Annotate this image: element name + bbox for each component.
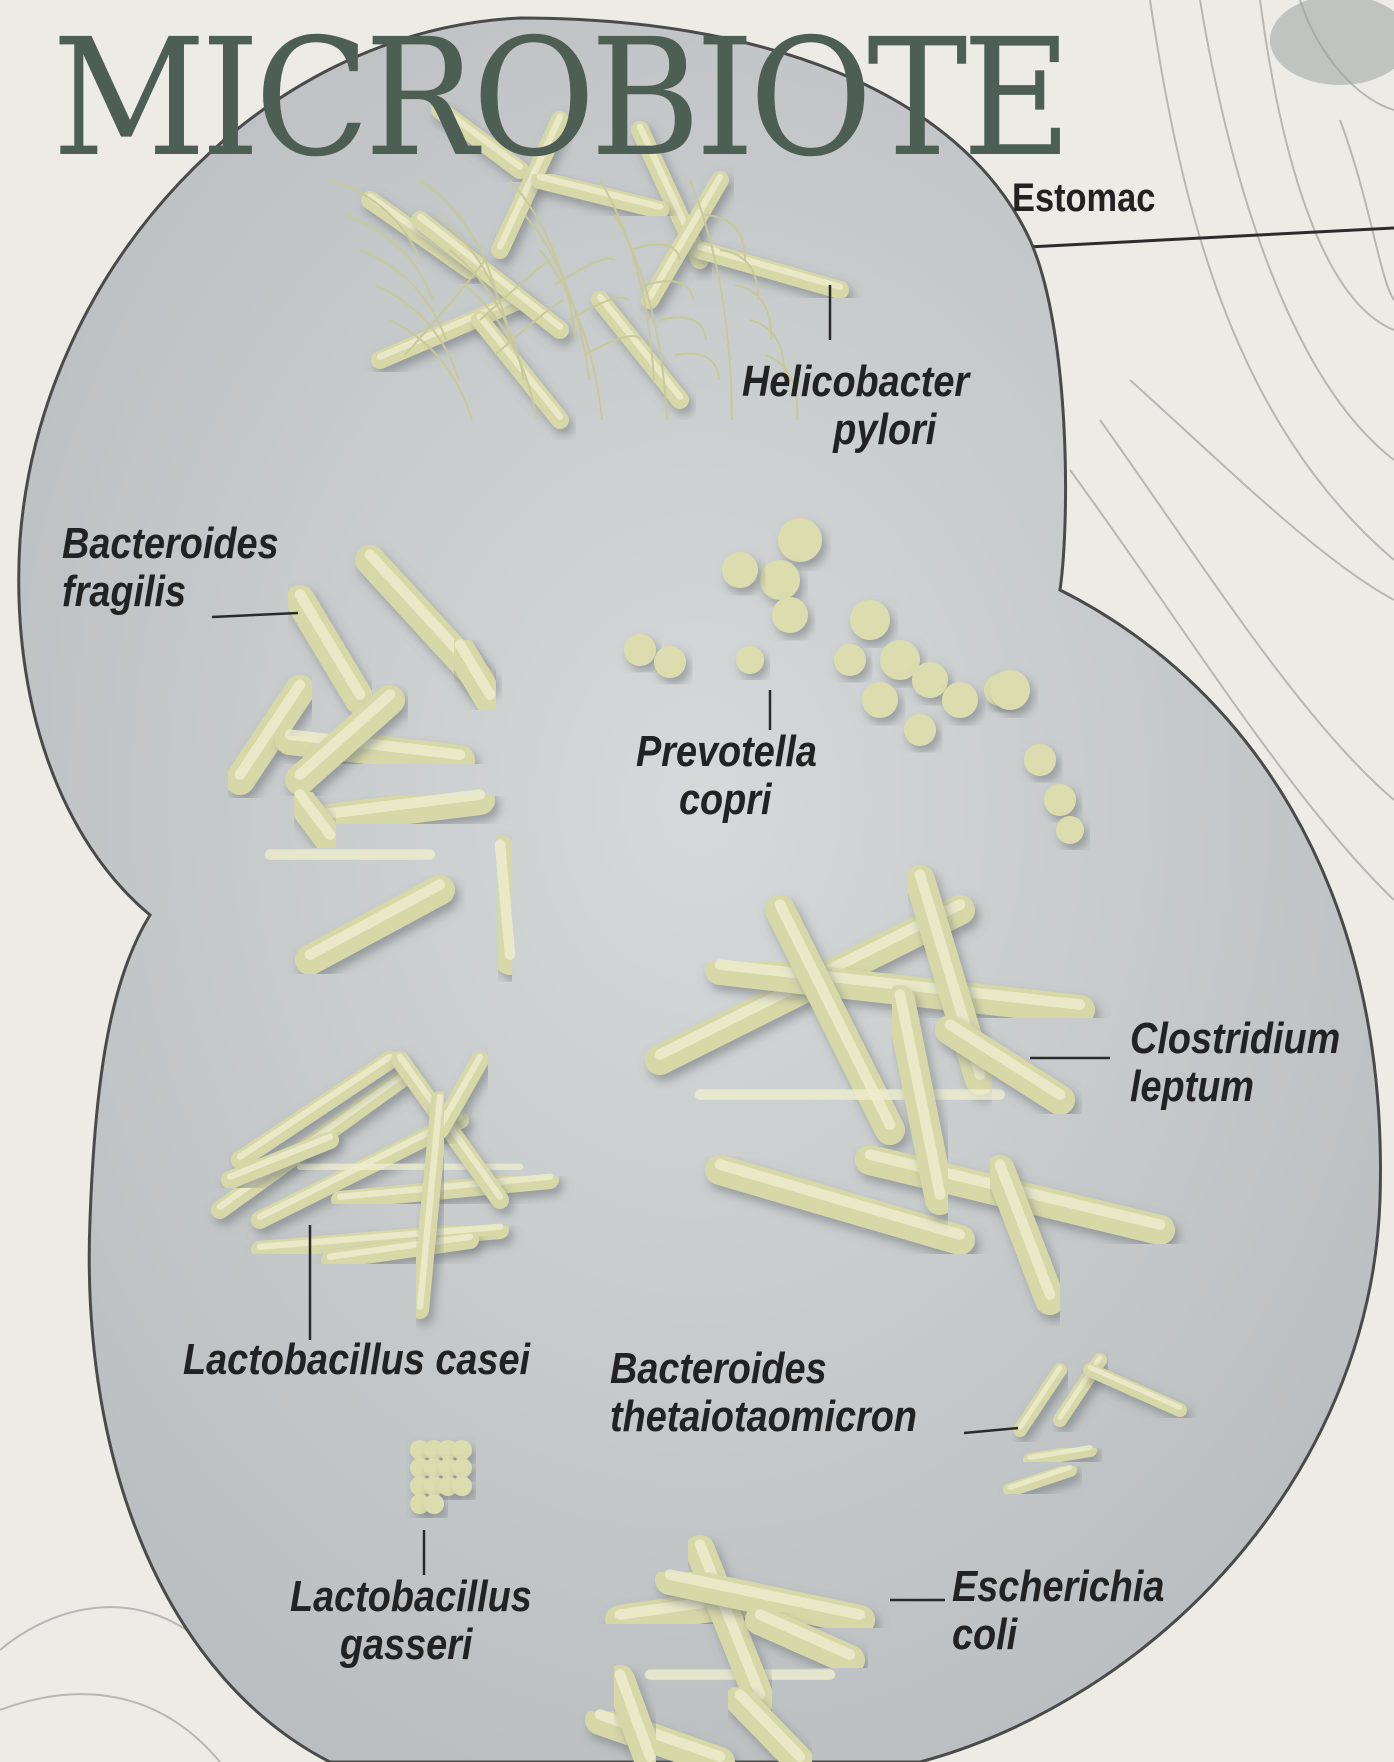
label-bacteroides-fragilis: Bacteroides fragilis (62, 520, 279, 617)
label-line: gasseri (290, 1621, 532, 1669)
label-line: Lactobacillus casei (183, 1336, 530, 1384)
label-bacteroides-thetaiotaomicron: Bacteroides thetaiotaomicron (610, 1345, 917, 1442)
coccus-bacterium (1044, 784, 1076, 816)
label-line: coli (952, 1611, 1164, 1659)
coccus-bacterium (760, 560, 800, 600)
coccus-bacterium (736, 646, 764, 674)
label-line: copri (636, 776, 817, 824)
coccus-bacterium (654, 646, 686, 678)
coccus-bacterium (452, 1458, 472, 1478)
region-label-estomac: Estomac (1012, 176, 1155, 220)
label-line: Helicobacter (742, 358, 969, 406)
label-line: leptum (1130, 1063, 1340, 1111)
label-line: Bacteroides (62, 520, 279, 568)
coccus-bacterium (778, 518, 822, 562)
coccus-bacterium (942, 682, 978, 718)
stomach-panel (19, 18, 1381, 1762)
coccus-bacterium (834, 644, 866, 676)
label-prevotella-copri: Prevotella copri (636, 728, 817, 825)
label-escherichia-coli: Escherichia coli (952, 1563, 1164, 1660)
label-clostridium-leptum: Clostridium leptum (1130, 1015, 1340, 1112)
coccus-bacterium (850, 600, 890, 640)
coccus-bacterium (1056, 816, 1084, 844)
label-line: thetaiotaomicron (610, 1393, 917, 1441)
coccus-bacterium (452, 1440, 472, 1460)
page-title: MICROBIOTE (52, 18, 1261, 180)
coccus-bacterium (722, 552, 758, 588)
label-lactobacillus-gasseri: Lactobacillus gasseri (290, 1573, 532, 1670)
label-line: pylori (742, 406, 969, 454)
coccus-bacterium (912, 662, 948, 698)
label-line: Clostridium (1130, 1015, 1340, 1063)
label-line: Prevotella (636, 728, 817, 776)
coccus-bacterium (990, 670, 1030, 710)
coccus-bacterium (862, 682, 898, 718)
coccus-bacterium (904, 714, 936, 746)
label-lactobacillus-casei: Lactobacillus casei (183, 1336, 530, 1384)
label-line: fragilis (62, 568, 279, 616)
coccus-bacterium (1024, 744, 1056, 776)
coccus-bacterium (772, 597, 808, 633)
coccus-bacterium (624, 634, 656, 666)
label-line: Bacteroides (610, 1345, 917, 1393)
label-line: Escherichia (952, 1563, 1164, 1611)
label-line: Lactobacillus (290, 1573, 532, 1621)
coccus-bacterium (452, 1476, 472, 1496)
label-helicobacter-pylori: Helicobacter pylori (742, 358, 969, 455)
coccus-bacterium (424, 1494, 444, 1514)
